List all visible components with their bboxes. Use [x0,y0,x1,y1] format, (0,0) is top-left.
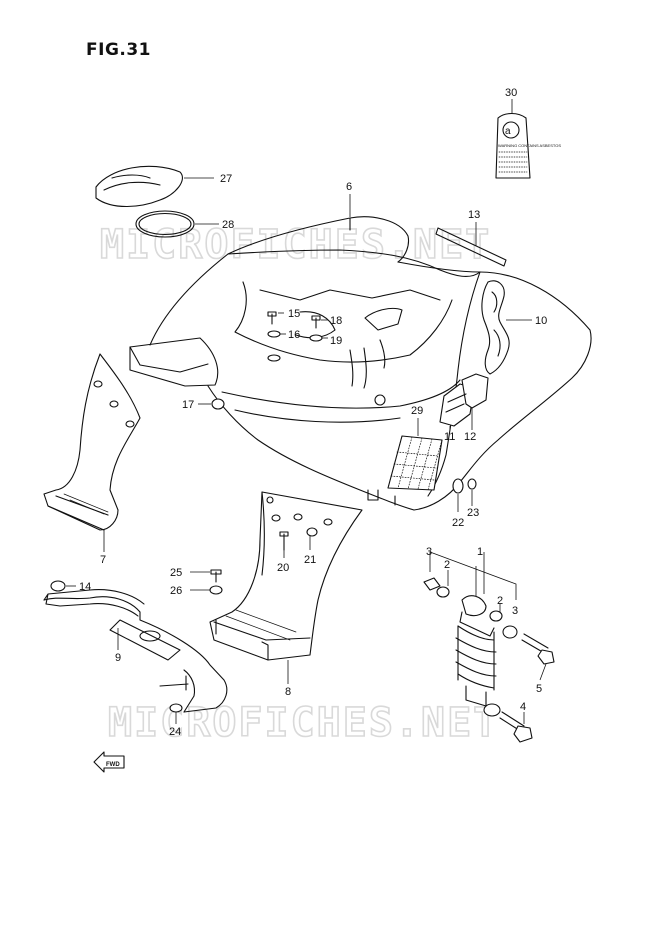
part-24-nut [169,703,183,724]
part-13-strip [435,222,507,267]
part-8-right-panel [209,491,363,684]
figure-title: FIG.31 [86,40,152,60]
fwd-arrow-icon: FWD [93,751,125,773]
part-29-mesh-panel [387,418,443,491]
callout-1: 1 [477,546,483,558]
callout-30: 30 [505,87,517,99]
part-5-bolt [521,633,555,681]
callout-4: 4 [520,701,526,713]
callout-20: 20 [277,562,289,574]
part-27-cover [95,165,214,207]
callout-16: 16 [288,329,300,341]
callout-6: 6 [346,181,352,193]
fwd-label: FWD [106,762,120,768]
svg-text:a: a [505,126,511,137]
callout-3a: 3 [426,546,432,558]
watermark-bottom: MICROFICHES.NET [108,700,499,746]
watermark-top: MICROFICHES.NET [100,222,491,268]
callout-28: 28 [222,219,234,231]
callout-15: 15 [288,308,300,320]
callout-8: 8 [285,686,291,698]
callout-19: 19 [330,335,342,347]
callout-25: 25 [170,567,182,579]
part-4-bolt [499,711,533,743]
callout-3b: 3 [512,605,518,617]
callout-2b: 2 [497,595,503,607]
callout-14: 14 [79,581,91,593]
part-10-emblem [481,280,532,375]
callout-17: 17 [182,399,194,411]
part-1-shock-absorber [423,551,518,717]
part-9-bracket [43,589,228,713]
part-11-12-reflectors [439,373,489,430]
callout-10: 10 [535,315,547,327]
callout-24: 24 [169,726,181,738]
callout-5: 5 [536,683,542,695]
small-hardware [190,311,477,635]
callout-27: 27 [220,173,232,185]
part-30-warning-tag: a WARNING CONTAINS ASBESTOS [495,99,561,179]
callout-labels: 1 2 2 3 3 4 5 6 7 8 9 10 11 12 13 14 15 … [79,87,547,738]
callout-7: 7 [100,554,106,566]
part-14-grommet [50,580,76,592]
callout-13: 13 [468,209,480,221]
callout-18: 18 [330,315,342,327]
part-28-ring [135,210,219,238]
tag-warning-text: WARNING CONTAINS ASBESTOS [498,143,561,148]
callout-9: 9 [115,652,121,664]
callout-23: 23 [467,507,479,519]
callout-2a: 2 [444,559,450,571]
callout-29: 29 [411,405,423,417]
callout-12: 12 [464,431,476,443]
callout-11: 11 [444,431,455,443]
callout-21: 21 [304,554,316,566]
part-7-left-panel [43,353,141,552]
callout-26: 26 [170,585,182,597]
callout-22: 22 [452,517,464,529]
